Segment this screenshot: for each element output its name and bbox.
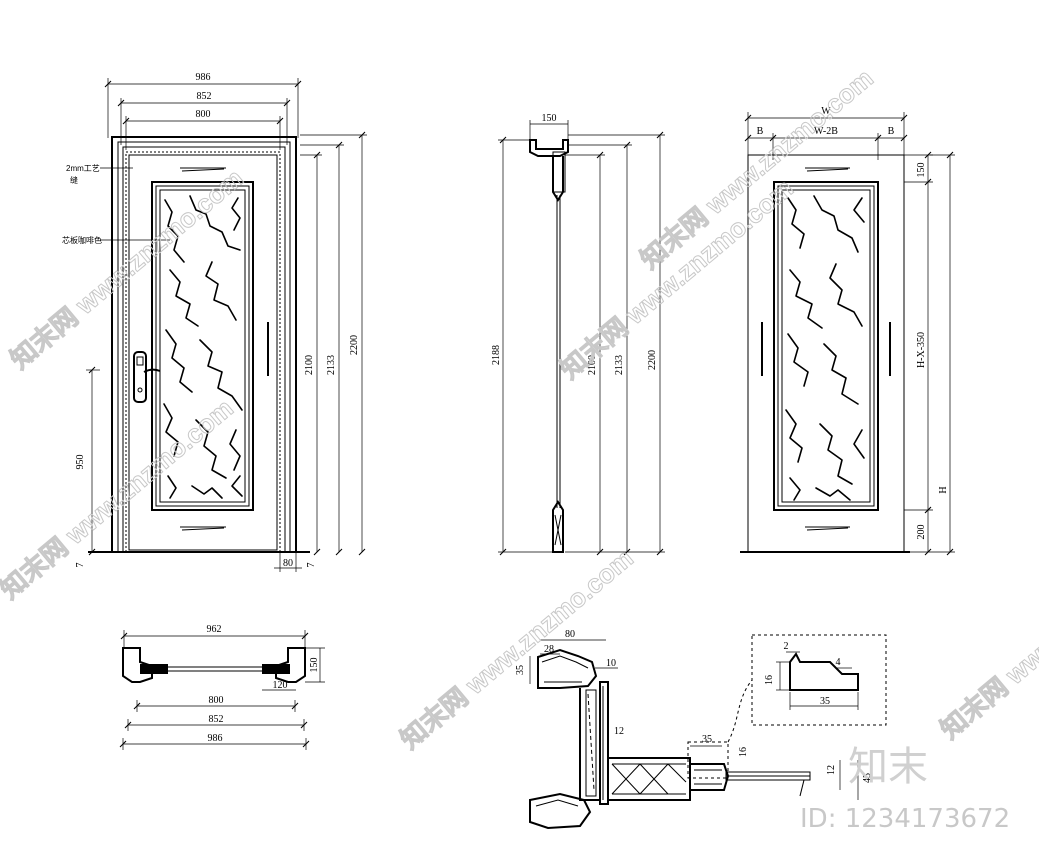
dim-962: 962 <box>207 624 222 635</box>
door-handle-icon <box>133 351 161 403</box>
section-head <box>529 139 569 157</box>
detail-glass-bead <box>689 763 730 791</box>
dim-950: 950 <box>75 455 86 470</box>
dim-200-param: 200 <box>916 525 927 540</box>
detail-architrave-top <box>537 648 598 689</box>
architrave-outer <box>111 136 297 552</box>
dim-w-2b: W-2B <box>814 126 838 137</box>
gap-line <box>125 151 281 552</box>
dim-2188: 2188 <box>491 345 502 365</box>
dim-120: 120 <box>273 680 288 691</box>
frame-edge <box>122 146 286 552</box>
watermark-4: 知末网 www.znzmo.com <box>395 543 639 755</box>
panel-outer <box>151 181 254 511</box>
plan-leaf-edge-left <box>140 664 168 674</box>
dim-10-detail: 10 <box>606 658 616 669</box>
dim-w: W <box>821 106 831 117</box>
param-elevation: W B W-2B B <box>740 106 955 556</box>
dim-2200-front: 2200 <box>349 335 360 355</box>
plan-leaf-edge-right <box>262 664 290 674</box>
front-right-dims: 2100 2133 2200 80 7 <box>274 131 367 572</box>
watermark-1: 知末网 www.znzmo.com <box>5 163 249 375</box>
dim-b-right: B <box>888 126 895 137</box>
dim-986-top: 986 <box>196 72 211 83</box>
dim-2200-side: 2200 <box>647 350 658 370</box>
front-left-dims: 950 7 <box>75 366 100 568</box>
panel-glass <box>159 189 246 503</box>
dim-986-plan: 986 <box>208 733 223 744</box>
dim-12-detail-mid: 12 <box>614 726 624 737</box>
top-stile <box>552 156 564 202</box>
note-gap-line2: 缝 <box>70 175 78 185</box>
brand-id: ID: 1234173672 <box>800 804 1010 834</box>
detail-jamb <box>579 688 601 801</box>
front-elevation: 986 852 800 <box>62 72 367 572</box>
brand-logo: 知末 <box>848 744 928 790</box>
detail-section: 80 28 35 10 12 35 16 12 45 <box>515 629 887 830</box>
dim-16-detail: 16 <box>738 747 749 757</box>
detail-inset-frame <box>751 634 887 726</box>
detail-inset-profile <box>789 652 859 691</box>
architrave-inner <box>117 141 291 552</box>
param-panel-outer <box>773 181 879 511</box>
dim-800-top: 800 <box>196 109 211 120</box>
dim-35-inset: 35 <box>820 696 830 707</box>
note-core-panel: 芯板咖啡色 <box>62 235 102 245</box>
dim-2100-side: 2100 <box>587 355 598 375</box>
glass-crack-pattern <box>163 195 243 499</box>
plan-jamb-right <box>275 647 306 683</box>
dim-28-detail: 28 <box>544 644 554 655</box>
dim-7-right: 7 <box>306 563 317 568</box>
bottom-stile <box>552 500 564 553</box>
dim-852-plan: 852 <box>209 714 224 725</box>
front-top-dims: 986 852 800 <box>104 72 302 150</box>
watermark-3: 知末网 www.znzmo.com <box>0 393 239 605</box>
dim-35-detail-left: 35 <box>515 665 526 675</box>
dim-h: H <box>938 486 949 493</box>
dim-4-inset: 4 <box>836 657 841 668</box>
dim-2100-front: 2100 <box>304 355 315 375</box>
dim-b-left: B <box>757 126 764 137</box>
dim-2133-front: 2133 <box>326 355 337 375</box>
dim-150-side: 150 <box>542 113 557 124</box>
dim-80-detail: 80 <box>565 629 575 640</box>
plan-jamb-left <box>122 647 153 683</box>
dim-150-param: 150 <box>916 163 927 178</box>
param-crack-pattern <box>785 195 865 501</box>
dim-16-inset: 16 <box>764 675 775 685</box>
dim-800-plan: 800 <box>209 695 224 706</box>
dim-h-x-350: H-X-350 <box>916 332 927 368</box>
panel-inner <box>155 185 250 507</box>
detail-architrave-bottom <box>529 792 592 830</box>
dim-852-top: 852 <box>197 91 212 102</box>
detail-leaf-core <box>607 757 691 801</box>
note-gap-line1: 2mm工艺 <box>66 164 100 173</box>
watermark-5: 知末网 www.znzmo.com <box>635 63 879 275</box>
dim-7-left: 7 <box>75 563 86 568</box>
dim-80-front: 80 <box>283 558 293 569</box>
dim-2133-side: 2133 <box>614 355 625 375</box>
dim-35-detail: 35 <box>702 734 712 745</box>
door-leaf <box>128 154 278 551</box>
dim-45-detail: 45 <box>862 773 873 783</box>
front-notes: 2mm工艺 缝 芯板咖啡色 <box>62 164 170 245</box>
watermark-6: 知末网 www.znzmo.com <box>935 533 1039 745</box>
side-section: 150 2188 2100 2133 2200 <box>491 113 665 556</box>
dim-12-detail-right: 12 <box>826 765 837 775</box>
dim-2-inset: 2 <box>784 641 789 652</box>
plan-section: 962 150 120 800 852 986 <box>119 624 325 750</box>
dim-150-plan: 150 <box>309 658 320 673</box>
watermarks: 知末网 www.znzmo.com 知末网 www.znzmo.com 知末网 … <box>0 62 1039 834</box>
